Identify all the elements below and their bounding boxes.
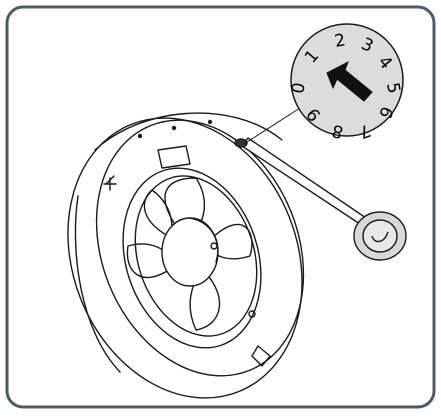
dial-arrow-icon [326, 60, 373, 102]
speed-dial: 0 1 2 3 4 5 6 7 8 9 [288, 23, 404, 142]
dial-number-0: 0 [288, 81, 310, 95]
plus-marker [103, 175, 117, 191]
top-clip [157, 145, 191, 169]
housing-inner-ring [95, 119, 305, 377]
tool-handle-mark [371, 231, 389, 243]
leader-line [243, 107, 301, 145]
fan-blade-5 [143, 189, 173, 237]
housing-depth-edge [74, 195, 121, 373]
hub-dot [210, 242, 218, 250]
screw-dot-1 [171, 125, 177, 131]
screw-dot-3 [137, 133, 143, 139]
fan-hub-shadow [189, 217, 219, 263]
screw-dot-2 [207, 119, 213, 125]
screw-dot-4 [248, 310, 256, 318]
fan-housing [67, 112, 305, 399]
tool-handle-inner [362, 219, 398, 253]
dial-number-2: 2 [333, 30, 347, 52]
housing-outer-ring [67, 117, 303, 399]
adjustment-tool [234, 137, 407, 261]
fan-grill [122, 167, 262, 349]
dial-number-5: 5 [382, 81, 404, 95]
bottom-notch [251, 345, 271, 367]
housing-top-edge [94, 112, 283, 151]
tool-tip [234, 138, 248, 148]
dial-number-8: 8 [330, 120, 346, 142]
